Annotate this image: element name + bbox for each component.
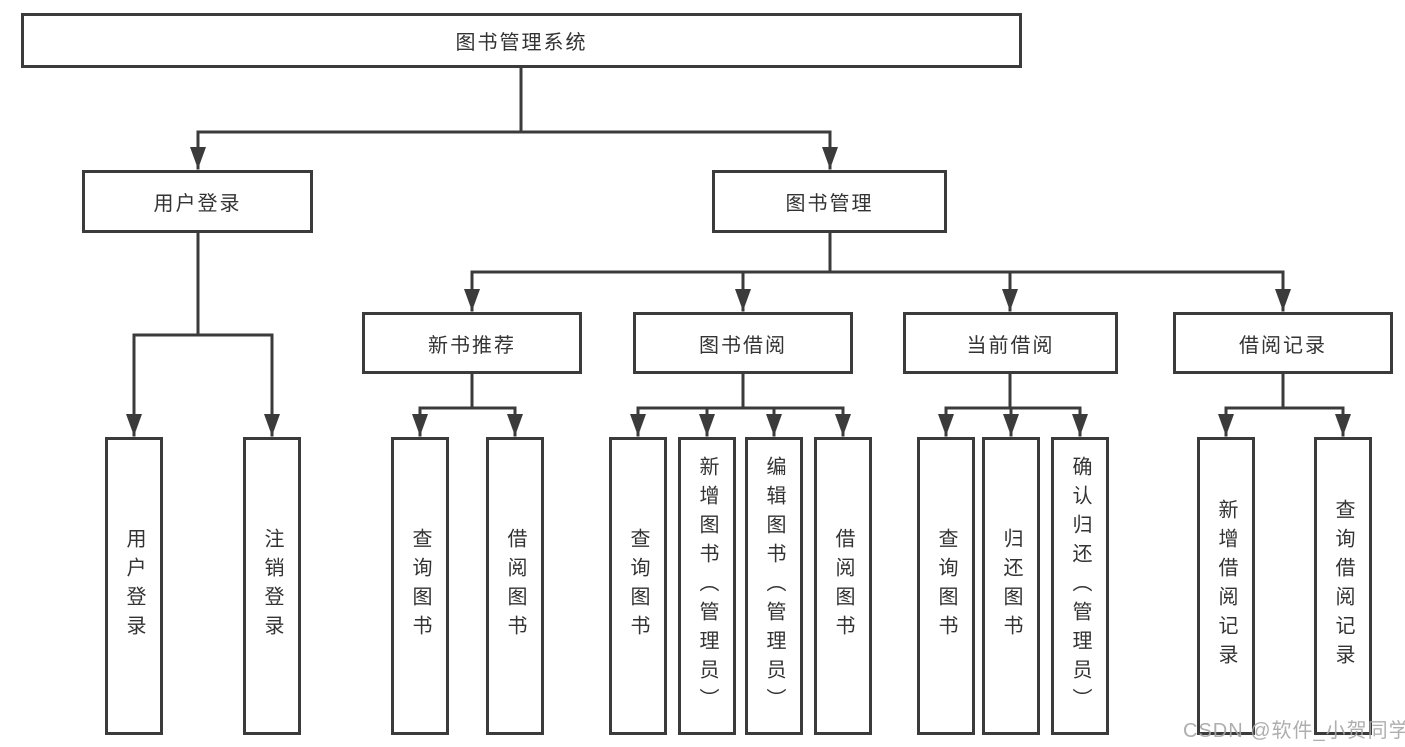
node-borrow-records: 借阅记录 bbox=[1173, 312, 1393, 374]
leaf-logout: 注销登录 bbox=[243, 437, 301, 735]
node-label: 查询借阅记录 bbox=[1332, 499, 1354, 673]
node-label: 图书管理 bbox=[785, 193, 874, 215]
leaf-borrow-add-book-admin: 新增图书（管理员） bbox=[678, 437, 736, 735]
node-label: 新书推荐 bbox=[428, 334, 516, 357]
node-label: 用户登录 bbox=[123, 528, 145, 644]
node-label: 当前借阅 bbox=[966, 334, 1055, 357]
leaf-borrow-edit-book-admin: 编辑图书（管理员） bbox=[745, 437, 803, 735]
leaf-current-return-book: 归还图书 bbox=[982, 437, 1040, 735]
node-label: 借阅图书 bbox=[832, 528, 854, 644]
node-label: 图书借阅 bbox=[699, 334, 787, 357]
node-label: 查询图书 bbox=[409, 528, 431, 644]
leaf-current-query-book: 查询图书 bbox=[917, 437, 975, 735]
node-label: 查询图书 bbox=[627, 528, 649, 644]
node-label: 新增借阅记录 bbox=[1215, 499, 1237, 673]
leaf-records-add-record: 新增借阅记录 bbox=[1197, 437, 1255, 735]
node-label: 确认归还（管理员） bbox=[1069, 455, 1091, 717]
node-label: 编辑图书（管理员） bbox=[763, 455, 785, 717]
node-user-login: 用户登录 bbox=[82, 170, 313, 233]
leaf-current-confirm-return-admin: 确认归还（管理员） bbox=[1051, 437, 1109, 735]
node-book-management: 图书管理 bbox=[712, 170, 947, 233]
leaf-borrow-borrow-book: 借阅图书 bbox=[814, 437, 872, 735]
node-new-book-recommend: 新书推荐 bbox=[362, 312, 582, 374]
leaf-borrow-query-book: 查询图书 bbox=[609, 437, 667, 735]
node-label: 查询图书 bbox=[935, 528, 957, 644]
node-label: 新增图书（管理员） bbox=[696, 455, 718, 717]
node-book-borrow: 图书借阅 bbox=[633, 312, 853, 374]
leaf-user-login: 用户登录 bbox=[105, 437, 163, 735]
leaf-recommend-borrow-book: 借阅图书 bbox=[486, 437, 544, 735]
node-label: 借阅记录 bbox=[1239, 334, 1327, 357]
csdn-watermark: CSDN @软件_小贺同学 bbox=[1183, 720, 1405, 742]
node-system-root: 图书管理系统 bbox=[21, 13, 1022, 68]
node-label: 用户登录 bbox=[153, 193, 242, 215]
node-label: 注销登录 bbox=[261, 528, 283, 644]
leaf-records-query-record: 查询借阅记录 bbox=[1314, 437, 1372, 735]
node-label: 借阅图书 bbox=[504, 528, 526, 644]
node-current-borrow: 当前借阅 bbox=[903, 312, 1118, 374]
leaf-recommend-query-book: 查询图书 bbox=[391, 437, 449, 735]
node-label: 归还图书 bbox=[1000, 528, 1022, 644]
node-label: 图书管理系统 bbox=[455, 32, 588, 54]
